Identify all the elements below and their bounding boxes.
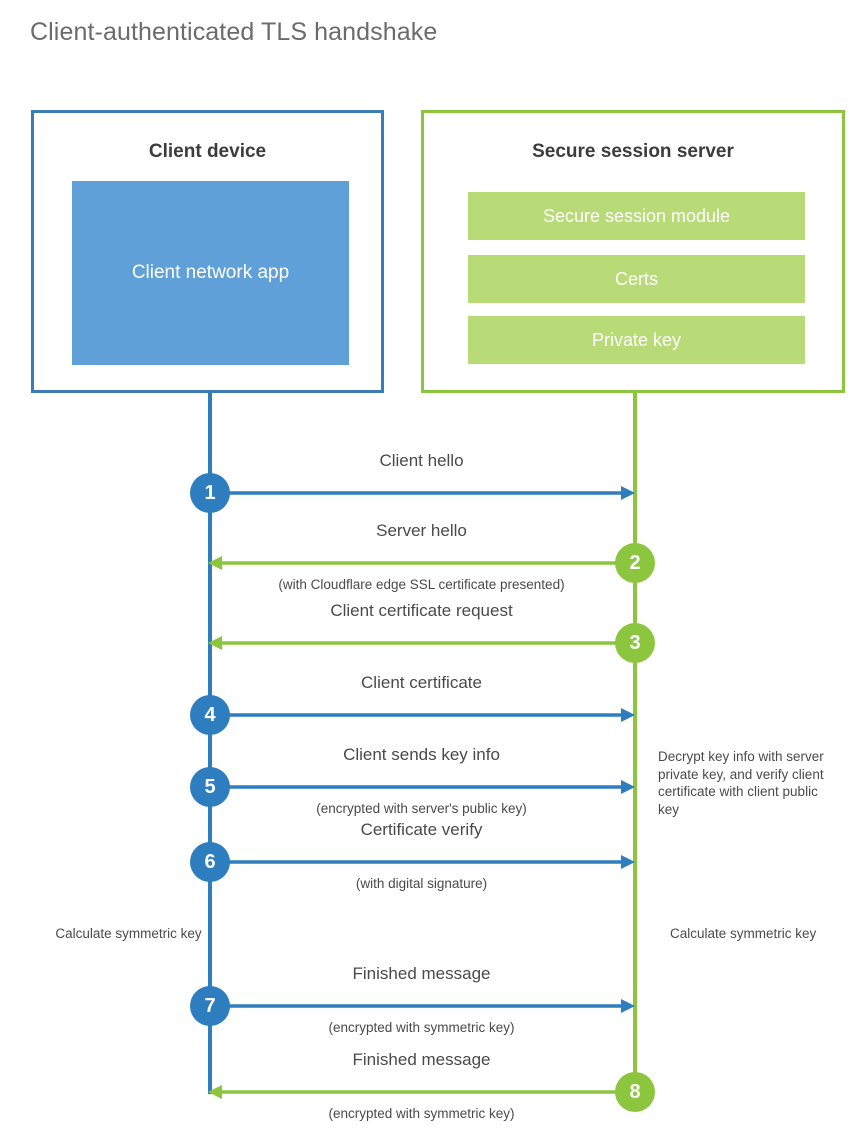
step-circle-1: 1 (190, 473, 230, 513)
annotation-server-calculate-symmetric-key: Calculate symmetric key (670, 926, 817, 941)
arrow-right-icon (208, 780, 635, 794)
secure-session-server-box: Secure session server Secure session mod… (421, 110, 845, 393)
arrow-right-icon (208, 855, 635, 869)
server-lifeline (633, 393, 637, 1093)
step-circle-2: 2 (615, 543, 655, 583)
client-lifeline (208, 393, 212, 1094)
client-network-app-block: Client network app (72, 181, 349, 365)
server-block-certs: Certs (468, 255, 805, 303)
message-label-7: Finished message (352, 964, 491, 983)
message-label-3: Client certificate request (330, 601, 513, 620)
step-circle-7: 7 (190, 986, 230, 1026)
message-label-2: Server hello (376, 521, 467, 540)
step-circle-6: 6 (190, 842, 230, 882)
client-device-box: Client device Client network app (31, 110, 384, 393)
arrow-right-icon (208, 486, 635, 500)
message-sublabel-8: (encrypted with symmetric key) (328, 1106, 515, 1121)
message-label-8: Finished message (352, 1050, 491, 1069)
arrow-right-icon (208, 708, 635, 722)
step-circle-5: 5 (190, 767, 230, 807)
message-sublabel-2: (with Cloudflare edge SSL certificate pr… (278, 577, 565, 592)
message-sublabel-7: (encrypted with symmetric key) (328, 1020, 515, 1035)
step-circle-4: 4 (190, 695, 230, 735)
message-sublabel-5: (encrypted with server's public key) (316, 801, 527, 816)
secure-session-server-title: Secure session server (532, 141, 734, 162)
server-block-secure-session-module: Secure session module (468, 192, 805, 240)
client-device-title: Client device (148, 141, 267, 162)
annotation-client-calculate-symmetric-key: Calculate symmetric key (55, 926, 202, 941)
page-title: Client-authenticated TLS handshake (30, 18, 438, 46)
annotation-decrypt-key-info: Decrypt key info with server private key… (658, 749, 824, 817)
message-label-1: Client hello (379, 451, 464, 470)
step-circle-8: 8 (615, 1072, 655, 1112)
arrow-left-icon (208, 1085, 635, 1099)
message-sublabel-6: (with digital signature) (355, 876, 488, 891)
step-circle-3: 3 (615, 623, 655, 663)
message-label-6: Certificate verify (360, 820, 483, 839)
arrow-left-icon (208, 636, 635, 650)
message-label-4: Client certificate (361, 673, 482, 692)
arrow-left-icon (208, 556, 635, 570)
message-label-5: Client sends key info (343, 745, 500, 764)
server-block-private-key: Private key (468, 316, 805, 364)
arrow-right-icon (208, 999, 635, 1013)
